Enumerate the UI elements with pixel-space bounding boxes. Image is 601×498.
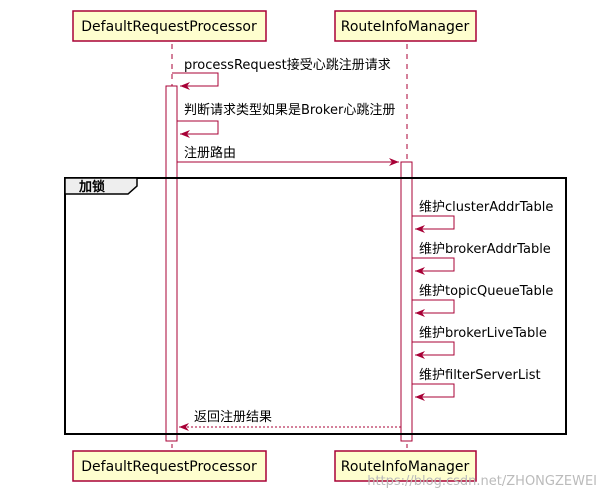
participant-bottom-default-request-processor: DefaultRequestProcessor — [72, 450, 267, 482]
activation-route-info-manager — [400, 161, 413, 442]
participant-label: DefaultRequestProcessor — [81, 19, 257, 35]
message-self-call: 维护topicQueueTable — [412, 284, 553, 317]
participant-label: DefaultRequestProcessor — [81, 459, 257, 475]
participant-bottom-route-info-manager: RouteInfoManager — [334, 450, 477, 482]
message-label: 维护filterServerList — [419, 368, 541, 383]
message-label: 维护brokerAddrTable — [419, 242, 551, 257]
message-self-call: processRequest接受心跳注册请求 — [172, 57, 391, 90]
message-self-call: 维护brokerAddrTable — [412, 242, 551, 275]
participant-top-route-info-manager: RouteInfoManager — [334, 10, 477, 42]
message-self-call: 维护filterServerList — [412, 368, 541, 401]
message-label: processRequest接受心跳注册请求 — [184, 57, 391, 73]
message-self-call: 维护clusterAddrTable — [412, 200, 553, 233]
participant-top-default-request-processor: DefaultRequestProcessor — [72, 10, 267, 42]
participant-label: RouteInfoManager — [341, 19, 470, 35]
activation-default-request-processor — [165, 85, 178, 442]
message-self-call: 维护brokerLiveTable — [412, 326, 547, 359]
message-label: 返回注册结果 — [194, 410, 272, 425]
message-register-route: 注册路由 — [177, 145, 399, 166]
lock-frame: 加锁 — [64, 177, 567, 435]
message-label: 注册路由 — [184, 145, 236, 161]
message-label: 维护clusterAddrTable — [419, 200, 553, 215]
message-self-call: 判断请求类型如果是Broker心跳注册 — [177, 102, 395, 138]
participant-label: RouteInfoManager — [341, 459, 470, 475]
message-label: 维护topicQueueTable — [419, 284, 553, 299]
message-label: 判断请求类型如果是Broker心跳注册 — [184, 102, 395, 118]
watermark-text: https://blog.csdn.net/ZHONGZEWEI — [367, 474, 597, 489]
message-label: 维护brokerLiveTable — [419, 326, 547, 341]
message-return: 返回注册结果 — [179, 410, 401, 431]
lock-frame-label: 加锁 — [78, 179, 105, 195]
